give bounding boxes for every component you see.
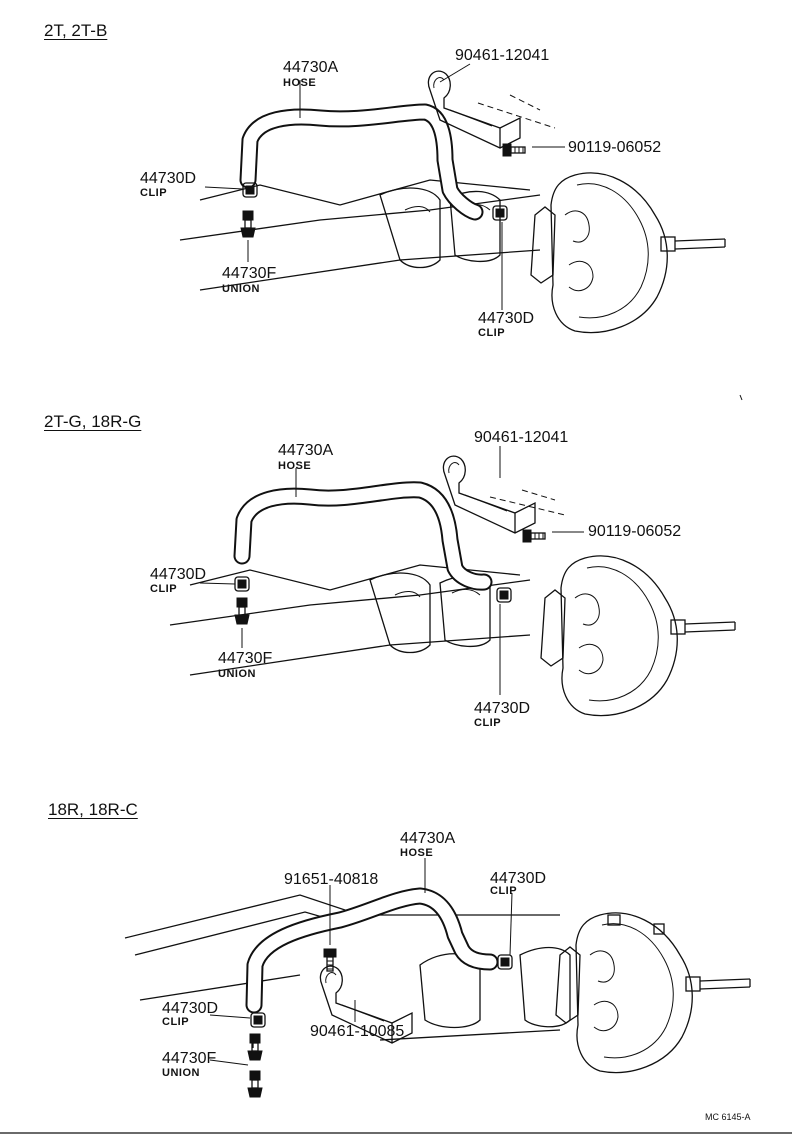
clip-left-part-name: CLIP — [140, 187, 168, 199]
union-part-number: 44730F — [162, 1050, 217, 1067]
hose-part-name: HOSE — [400, 847, 434, 859]
hose-part-number: 44730A — [400, 830, 456, 847]
clip-right-part-name: CLIP — [474, 717, 502, 729]
hose-part-number: 44730A — [283, 59, 339, 76]
union-part-name: UNION — [222, 283, 260, 295]
hose-part-name: HOSE — [278, 460, 312, 472]
clip-left-part-name: CLIP — [150, 583, 178, 595]
clip-left-part-name: CLIP — [162, 1016, 190, 1028]
union-part-number: 44730F — [222, 265, 277, 282]
clip-left-part-number: 44730D — [162, 1000, 219, 1017]
bolt-part-number: 90119-06052 — [568, 139, 662, 156]
bolt-part-number: 91651-40818 — [284, 871, 379, 888]
section-1-drawing — [179, 63, 743, 401]
bolt-part-number: 90119-06052 — [588, 523, 682, 540]
section-2-heading: 2T-G, 18R-G — [44, 412, 142, 431]
union-part-name: UNION — [218, 668, 256, 680]
section-3-drawing — [124, 858, 751, 1098]
bracket-part-number: 90461-10085 — [310, 1023, 405, 1040]
clip-right-part-number: 44730D — [474, 700, 531, 717]
union-part-name: UNION — [162, 1067, 200, 1079]
bracket-part-number: 90461-12041 — [455, 47, 550, 64]
bracket-part-number: 90461-12041 — [474, 429, 569, 446]
section-3-heading: 18R, 18R-C — [48, 800, 138, 819]
hose-part-name: HOSE — [283, 77, 317, 89]
clip-right-part-name: CLIP — [478, 327, 506, 339]
figure-code: MC 6145-A — [705, 1112, 751, 1122]
union-part-number: 44730F — [218, 650, 273, 667]
clip-left-part-number: 44730D — [150, 566, 207, 583]
section-1-heading: 2T, 2T-B — [44, 21, 108, 40]
clip-right-part-number: 44730D — [478, 310, 535, 327]
hose-part-number: 44730A — [278, 442, 334, 459]
clip-right-part-name: CLIP — [490, 885, 518, 897]
section-2-drawing — [169, 446, 736, 717]
clip-left-part-number: 44730D — [140, 170, 197, 187]
clip-right-part-number: 44730D — [490, 870, 547, 887]
